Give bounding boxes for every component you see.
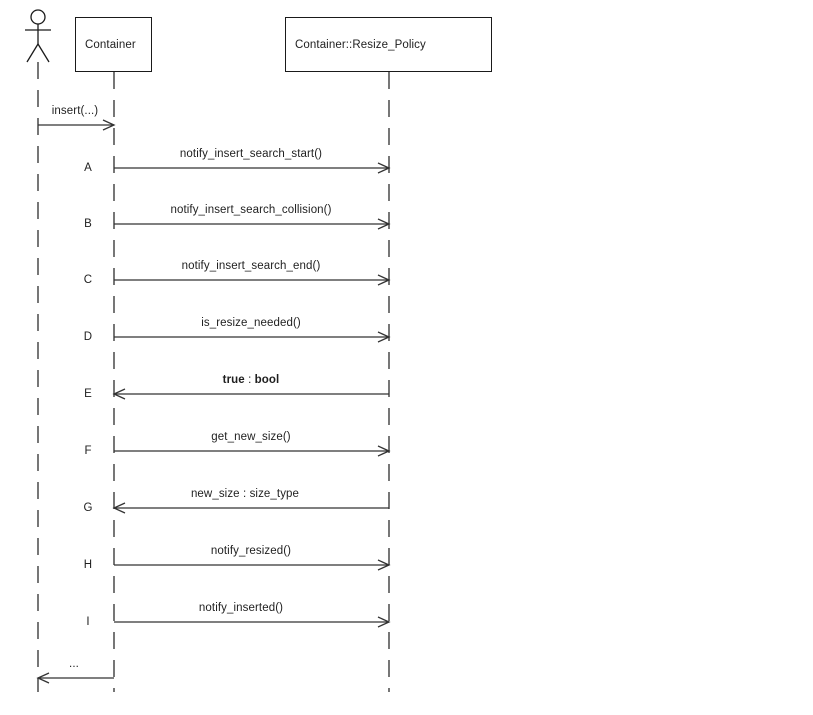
message-label: true : bool: [222, 374, 280, 386]
message-sequence-letter: C: [83, 274, 93, 286]
arrowhead-icon: [377, 559, 391, 571]
arrowhead-icon: [377, 274, 391, 286]
message-arrow[interactable]: [38, 119, 116, 131]
actor-icon: [25, 9, 51, 63]
message-arrow[interactable]: [114, 616, 391, 628]
message-arrow[interactable]: [114, 331, 391, 343]
message-sequence-letter: B: [84, 218, 92, 230]
message-label: notify_resized(): [210, 545, 292, 557]
message-arrow[interactable]: [114, 274, 391, 286]
message-sequence-letter: E: [84, 388, 92, 400]
message-label: is_resize_needed(): [201, 317, 301, 329]
message-label: get_new_size(): [211, 431, 291, 443]
message-label: insert(...): [51, 105, 99, 117]
message-sequence-letter: G: [83, 502, 93, 514]
message-arrow[interactable]: [112, 388, 389, 400]
message-arrow[interactable]: [36, 672, 114, 684]
message-label: notify_insert_search_start(): [179, 148, 323, 160]
message-label: ...: [69, 658, 79, 670]
message-arrow[interactable]: [112, 502, 389, 514]
arrowhead-icon: [112, 388, 126, 400]
arrowhead-icon: [112, 502, 126, 514]
arrowhead-icon: [377, 218, 391, 230]
message-arrow[interactable]: [114, 445, 391, 457]
message-sequence-letter: A: [84, 162, 92, 174]
participant-box-resize-policy[interactable]: Container::Resize_Policy: [285, 17, 492, 72]
participant-box-container[interactable]: Container: [75, 17, 152, 72]
arrowhead-icon: [377, 162, 391, 174]
participant-label-container: Container: [85, 38, 136, 51]
message-label: notify_insert_search_collision(): [170, 204, 332, 216]
message-arrow-layer: [36, 119, 391, 684]
arrowhead-icon: [377, 445, 391, 457]
message-label: new_size : size_type: [190, 488, 300, 500]
message-arrow[interactable]: [114, 162, 391, 174]
message-sequence-letter: I: [86, 616, 90, 628]
message-arrow[interactable]: [114, 559, 391, 571]
message-sequence-letter: D: [83, 331, 93, 343]
arrowhead-icon: [377, 616, 391, 628]
message-label: notify_inserted(): [198, 602, 284, 614]
arrowhead-icon: [377, 331, 391, 343]
participant-label-resize-policy: Container::Resize_Policy: [295, 38, 426, 51]
message-sequence-letter: H: [83, 559, 93, 571]
message-sequence-letter: F: [84, 445, 92, 457]
arrowhead-icon: [36, 672, 50, 684]
message-arrow[interactable]: [114, 218, 391, 230]
message-label: notify_insert_search_end(): [181, 260, 321, 272]
arrowhead-icon: [102, 119, 116, 131]
